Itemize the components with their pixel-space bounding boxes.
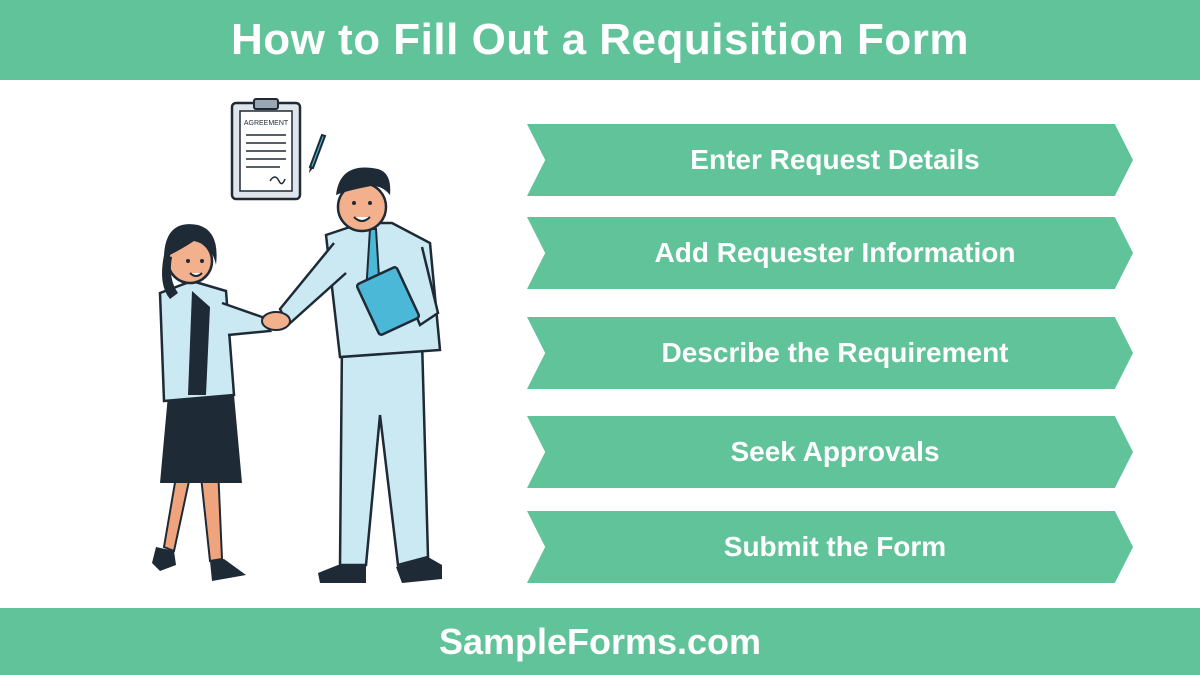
step-label: Submit the Form [723,531,947,562]
handshake-hands [261,311,291,331]
step-seek-approvals: Seek Approvals [527,416,1133,488]
title-banner: How to Fill Out a Requisition Form [0,0,1200,80]
step-label: Enter Request Details [690,144,980,175]
step-describe-the-requirement: Describe the Requirement [527,317,1133,389]
site-name: SampleForms.com [438,620,762,662]
pen-icon [308,133,327,173]
folder-icon [355,266,421,336]
step-add-requester-information: Add Requester Information [527,217,1133,289]
steps-list: Enter Request Details Add Requester Info… [527,0,1137,675]
step-label: Seek Approvals [730,436,940,467]
agreement-clipboard-icon: AGREEMENT [230,98,302,201]
agreement-label: AGREEMENT [244,120,289,127]
man-figure [278,167,442,583]
page-title: How to Fill Out a Requisition Form [230,15,970,64]
woman-figure [152,224,291,581]
step-submit-the-form: Submit the Form [527,511,1133,583]
step-label: Add Requester Information [654,237,1016,268]
step-label: Describe the Requirement [661,337,1009,368]
step-enter-request-details: Enter Request Details [527,124,1133,196]
handshake-illustration: AGREEMENT [130,95,470,595]
footer-banner: SampleForms.com [0,608,1200,675]
